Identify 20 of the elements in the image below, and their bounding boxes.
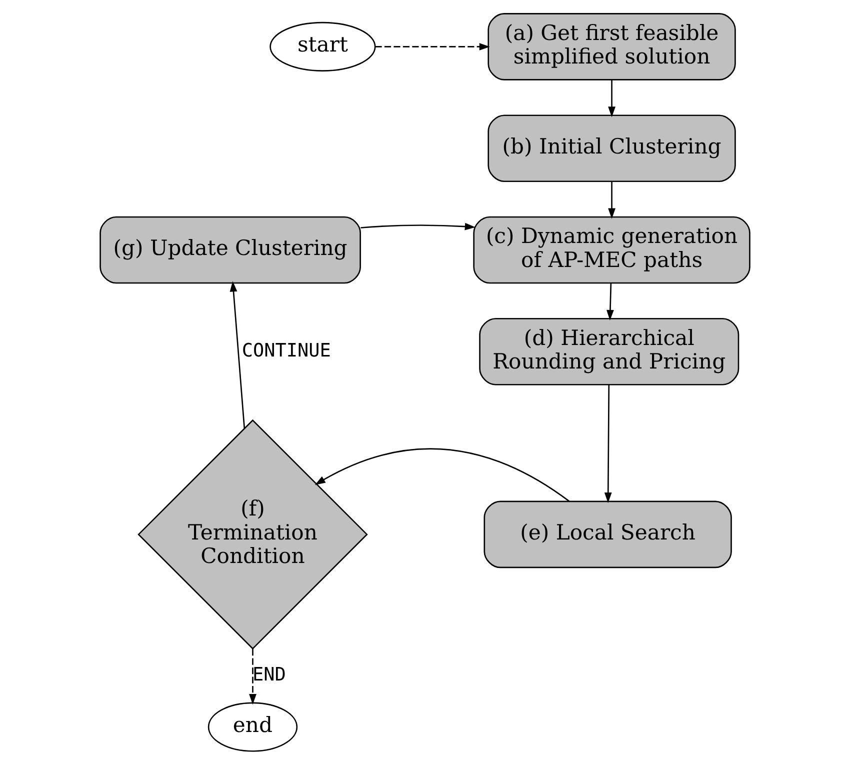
arrow xyxy=(360,222,476,230)
node-box: (c) Dynamic generation of AP-MEC paths xyxy=(473,216,750,284)
node-ellipse: end xyxy=(208,702,298,752)
arrow xyxy=(608,182,616,219)
arrow xyxy=(314,448,570,502)
arrow xyxy=(606,283,614,320)
arrow xyxy=(608,80,616,118)
node-ellipse: start xyxy=(270,22,376,72)
arrow xyxy=(230,281,246,428)
node-box: (d) Hierarchical Rounding and Pricing xyxy=(479,318,740,386)
node-box: (b) Initial Clustering xyxy=(488,114,736,182)
arrow xyxy=(604,384,612,504)
node-box: (a) Get first feasible simplified solution xyxy=(488,13,736,80)
arrow xyxy=(249,649,256,705)
edge-label: CONTINUE xyxy=(242,340,331,362)
edge-label: END xyxy=(252,664,286,686)
node-diamond: (f) Termination Condition xyxy=(138,419,368,650)
node-box: (g) Update Clustering xyxy=(100,216,361,284)
node-box: (e) Local Search xyxy=(484,500,732,568)
arrow xyxy=(375,43,490,50)
